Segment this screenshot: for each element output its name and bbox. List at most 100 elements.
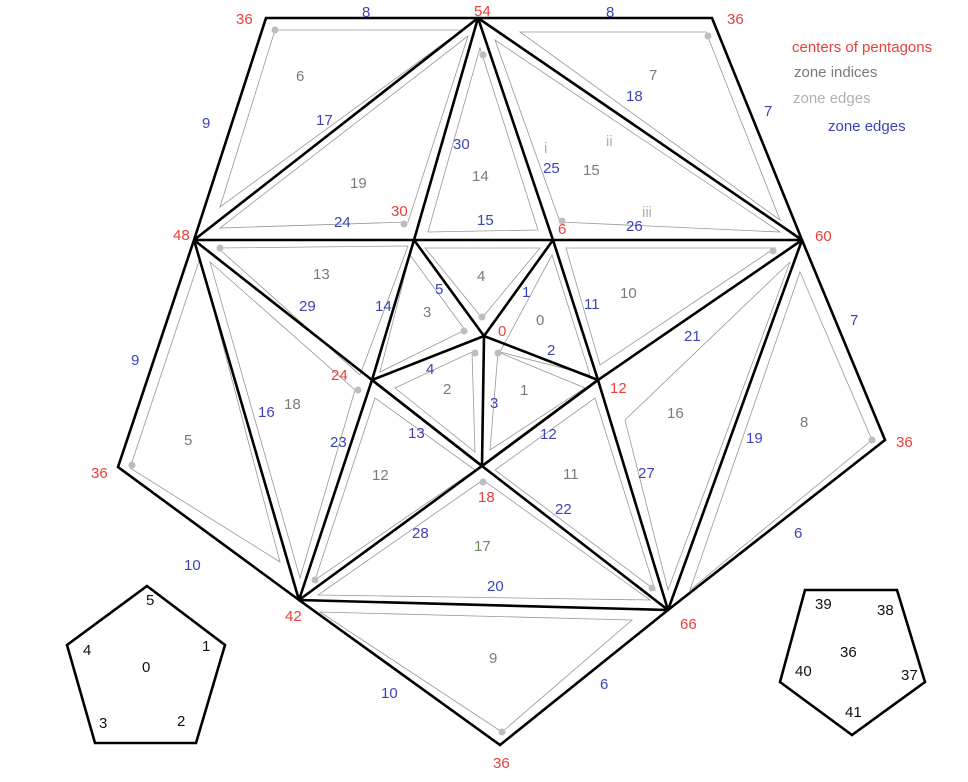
pentagon-center-label: 6 xyxy=(558,221,566,238)
pentagon-center-label: 12 xyxy=(610,380,627,397)
pentagon-left-vertex: 1 xyxy=(202,638,210,655)
zone-outline-13 xyxy=(216,245,409,376)
zone-edge-label: 18 xyxy=(626,88,643,105)
net-edge-e xyxy=(192,239,804,612)
zone-edge-label: 13 xyxy=(408,425,425,442)
zone-edge-label: 24 xyxy=(334,214,351,231)
vertex-dot xyxy=(494,349,502,357)
zone-outline-0 xyxy=(499,253,591,376)
zone-index-label: 10 xyxy=(620,285,637,302)
zone-outline-8 xyxy=(689,270,873,592)
zone-index-label: 18 xyxy=(284,396,301,413)
pentagon-right-vertex: 40 xyxy=(795,663,812,680)
zone-index-label: 3 xyxy=(423,304,431,321)
legend-zone-indices: zone indices xyxy=(794,64,877,81)
pentagon-left-vertex: 2 xyxy=(177,713,185,730)
zone-outline-19 xyxy=(218,34,469,229)
vertex-dot xyxy=(216,244,224,252)
pentagon-center-label: 0 xyxy=(498,323,506,340)
vertex-dot xyxy=(558,217,566,225)
inner-zone-outlines xyxy=(129,29,873,733)
zone-index-label: 1 xyxy=(520,382,528,399)
zone-outline-11 xyxy=(494,397,656,592)
pentagon-center-label: 36 xyxy=(91,465,108,482)
zone-edge-label: 3 xyxy=(490,395,498,412)
icosahedron-net-edges xyxy=(116,16,887,747)
pentagon-center-label: 24 xyxy=(331,367,348,384)
net-edge-h xyxy=(480,335,486,467)
zone-edge-label: 15 xyxy=(477,212,494,229)
zone-outline-18 xyxy=(209,260,356,580)
zone-edge-label: 21 xyxy=(684,328,701,345)
zone-edge-label: 29 xyxy=(299,298,316,315)
zone-edge-label: 23 xyxy=(330,434,347,451)
zone-edge-label: 7 xyxy=(764,103,772,120)
vertex-dot xyxy=(354,386,362,394)
pentagon-center-label: 66 xyxy=(680,616,697,633)
zone-edge-label: 8 xyxy=(606,4,614,21)
zone-edge-label: 2 xyxy=(547,342,555,359)
zone-index-label: 11 xyxy=(563,466,579,483)
net-edge-c xyxy=(297,17,480,601)
zone-edge-label: 17 xyxy=(316,112,333,129)
pentagon-left: 5 1 4 0 3 2 xyxy=(65,584,227,745)
zone-outline-9 xyxy=(318,611,634,733)
zone-edge-label: 7 xyxy=(850,312,858,329)
subzone-mark-iii: iii xyxy=(642,204,652,221)
zone-edge-label: 27 xyxy=(638,465,655,482)
zone-index-label: 7 xyxy=(649,67,657,84)
vertex-dot xyxy=(478,313,486,321)
pentagon-center-label: 42 xyxy=(285,608,302,625)
zone-outline-2 xyxy=(394,351,476,453)
zone-index-label: 13 xyxy=(313,266,330,283)
pentagon-center-label: 36 xyxy=(896,434,913,451)
zone-edge-label: 9 xyxy=(202,115,210,132)
zone-edge-label: 22 xyxy=(555,501,572,518)
vertex-dot xyxy=(479,478,487,486)
zone-edge-labels: 8 8 9 17 18 7 30 25 24 15 26 1 5 29 14 1… xyxy=(131,4,858,702)
legend: centers of pentagons zone indices zone e… xyxy=(792,39,932,135)
pentagon-left-outline xyxy=(65,584,227,745)
pentagon-center-label: 18 xyxy=(478,489,495,506)
zone-index-label: 12 xyxy=(372,467,389,484)
zone-outline-5 xyxy=(129,256,281,563)
zone-index-label: 9 xyxy=(489,650,497,667)
pentagon-center-label: 48 xyxy=(173,227,190,244)
zone-index-label: 15 xyxy=(583,162,600,179)
zone-outline-1 xyxy=(489,351,586,451)
pentagon-right-vertex: 37 xyxy=(901,667,918,684)
zone-outline-14 xyxy=(427,46,539,233)
vertex-dot xyxy=(460,327,468,335)
net-center-triangles xyxy=(369,334,601,468)
zone-edge-label: 30 xyxy=(453,136,470,153)
zone-outline-10 xyxy=(565,247,777,366)
pentagon-right: 39 38 36 40 37 41 xyxy=(778,588,927,737)
zone-outline-7 xyxy=(518,31,781,222)
zone-index-label: 16 xyxy=(667,405,684,422)
zone-index-label: 8 xyxy=(800,414,808,431)
vertex-dot xyxy=(648,584,656,592)
subzone-mark-i: i xyxy=(544,140,547,157)
zone-edge-label: 6 xyxy=(600,676,608,693)
zone-edge-label: 5 xyxy=(435,281,443,298)
zone-edge-label: 16 xyxy=(258,404,275,421)
zone-edge-label: 25 xyxy=(543,160,560,177)
zone-outline-6 xyxy=(219,29,464,209)
vertex-dot xyxy=(271,26,279,34)
zone-edge-label: 11 xyxy=(584,296,600,313)
zone-edge-label: 10 xyxy=(184,557,201,574)
vertex-dot xyxy=(769,247,777,255)
zone-edge-label: 9 xyxy=(131,352,139,369)
zone-edge-label: 19 xyxy=(746,430,763,447)
zone-edge-label: 8 xyxy=(362,4,370,21)
zone-vertex-dots xyxy=(128,26,876,736)
pentagon-center-label: 54 xyxy=(474,3,491,20)
legend-zone-edges: zone edges xyxy=(828,118,906,135)
pentagon-left-vertex: 5 xyxy=(146,592,154,609)
zone-outline-3 xyxy=(379,254,466,373)
subzone-marks: i ii iii xyxy=(544,133,652,221)
pentagon-center-label: 36 xyxy=(493,755,510,772)
zone-index-label: 0 xyxy=(536,312,544,329)
zone-index-label: 17 xyxy=(474,538,491,555)
zone-edge-label: 14 xyxy=(375,298,392,315)
